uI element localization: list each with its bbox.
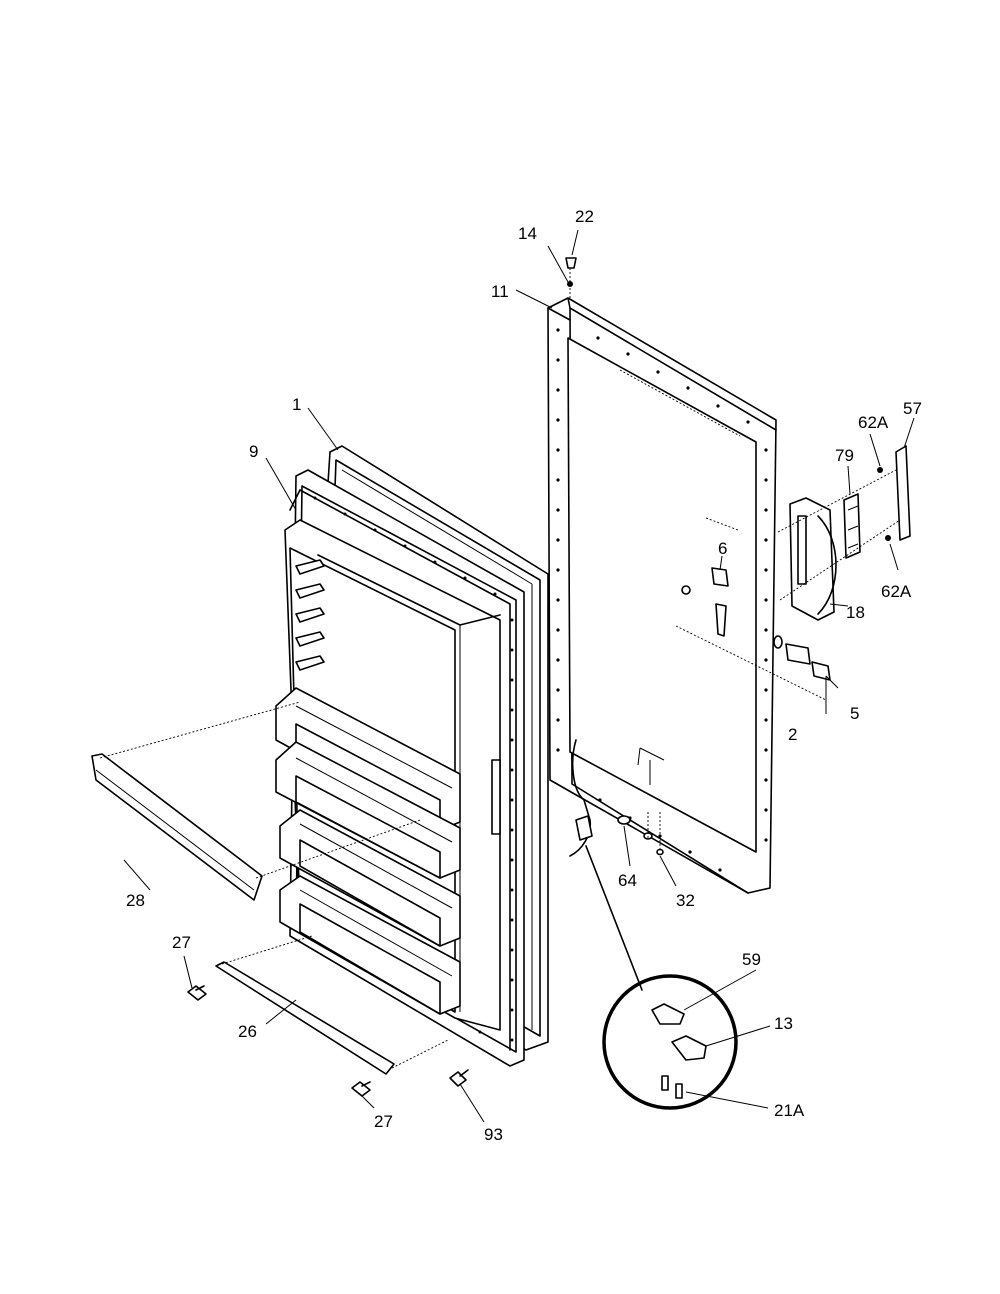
callout-1: 1 — [292, 395, 301, 414]
callout-21a: 21A — [774, 1101, 805, 1120]
strike-bracket — [681, 517, 739, 637]
callout-2: 2 — [788, 725, 797, 744]
door-handle-assembly — [777, 445, 911, 621]
callout-14: 14 — [518, 224, 537, 243]
screw-93 — [449, 1069, 469, 1087]
callout-62a-bottom: 62A — [881, 582, 912, 601]
callout-59: 59 — [742, 950, 761, 969]
leader-lines — [123, 229, 915, 1123]
callout-18: 18 — [846, 603, 865, 622]
screw-27-left — [187, 985, 207, 1001]
callout-5: 5 — [850, 704, 859, 723]
callout-27-bottom: 27 — [374, 1112, 393, 1131]
callout-9: 9 — [249, 442, 258, 461]
shelf-rail-26 — [215, 935, 449, 1075]
callout-32: 32 — [676, 891, 695, 910]
door-lock — [675, 625, 831, 714]
callout-26: 26 — [238, 1022, 257, 1041]
callout-22: 22 — [575, 207, 594, 226]
callout-11: 11 — [491, 282, 509, 301]
callout-13: 13 — [774, 1014, 793, 1033]
top-hinge-pin — [565, 257, 577, 298]
callout-27-left: 27 — [172, 933, 191, 952]
callout-labels: 22 14 11 1 9 62A 57 79 6 62A 18 5 2 64 3… — [126, 207, 922, 1144]
bottom-hinge-parts — [569, 739, 664, 857]
callout-6: 6 — [718, 539, 727, 558]
callout-79: 79 — [835, 446, 854, 465]
callout-28: 28 — [126, 891, 145, 910]
door-shelf-bins — [275, 687, 461, 1015]
hinge-detail-circle — [585, 845, 738, 1110]
callout-64: 64 — [618, 871, 637, 890]
callout-93: 93 — [484, 1125, 503, 1144]
screw-27-bottom — [351, 1081, 371, 1097]
callout-57: 57 — [903, 399, 922, 418]
shelf-rail-28 — [91, 701, 421, 901]
outer-door-panel — [547, 297, 777, 894]
callout-62a-top: 62A — [858, 413, 889, 432]
